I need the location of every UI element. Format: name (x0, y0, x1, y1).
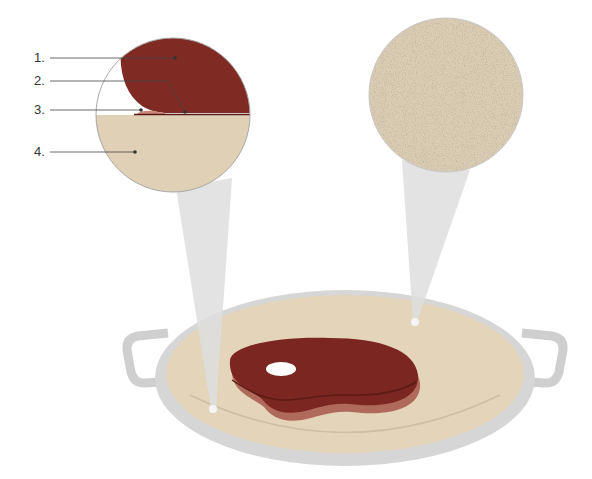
leader-dot (173, 56, 177, 60)
cross-section (90, 30, 260, 200)
magnifier-outline (96, 38, 250, 192)
steak-edge (232, 380, 416, 400)
texture-base (365, 15, 530, 175)
air-gap (90, 30, 260, 200)
leader-lines (50, 58, 185, 152)
leader-line (50, 58, 175, 59)
leader-line (50, 81, 185, 112)
magnifier-cone (402, 160, 470, 322)
bone (266, 362, 296, 376)
leader-dots (133, 56, 187, 154)
contact-layer (134, 114, 260, 116)
texture-grain (365, 15, 530, 175)
focus-point (209, 405, 217, 413)
callout-number: 1. (34, 50, 45, 65)
magnifier-outline (369, 18, 523, 172)
focus-point (411, 318, 419, 326)
callout-number: 4. (34, 144, 45, 159)
callout-number: 2. (34, 73, 45, 88)
leader-dot (139, 108, 143, 112)
callout-number: 3. (34, 102, 45, 117)
magnifier-cone (176, 178, 232, 409)
leader-dot (183, 110, 187, 114)
steak (230, 338, 418, 413)
leader-dot (133, 150, 137, 154)
leader-line (50, 152, 135, 153)
pan-layer (90, 115, 260, 200)
meat-layer (121, 30, 260, 113)
surface-texture (365, 15, 530, 175)
leader-line (50, 110, 141, 111)
